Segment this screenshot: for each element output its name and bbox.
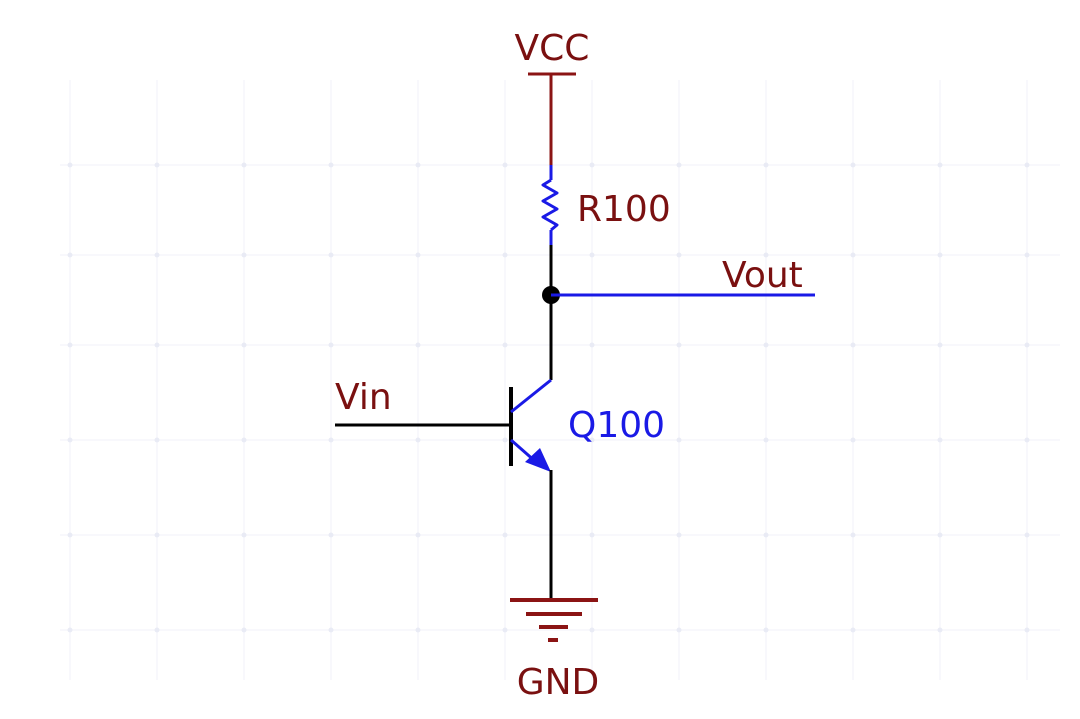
npn-transistor-symbol[interactable] bbox=[509, 378, 552, 472]
vcc-label: VCC bbox=[515, 28, 590, 69]
vin-label: Vin bbox=[335, 377, 392, 418]
resistor-symbol[interactable] bbox=[541, 165, 559, 245]
ground-icon bbox=[510, 598, 598, 642]
resistor-ref-label: R100 bbox=[577, 189, 671, 230]
transistor-ref-label: Q100 bbox=[568, 405, 665, 446]
gnd-label: GND bbox=[517, 662, 600, 703]
vout-label: Vout bbox=[722, 255, 803, 296]
background-grid bbox=[60, 80, 1060, 680]
